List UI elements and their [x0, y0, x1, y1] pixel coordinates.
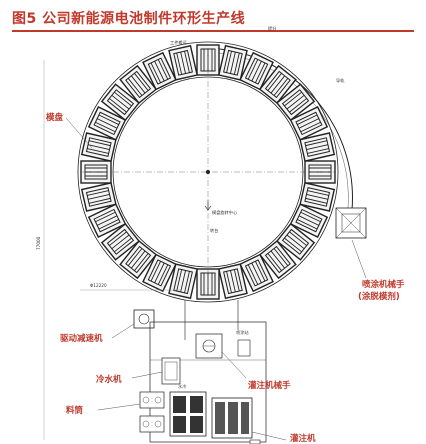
- mold-station: [119, 64, 158, 105]
- label-hopper: 料筒: [66, 405, 84, 416]
- mold-station: [218, 44, 248, 81]
- small-box-a: [237, 339, 251, 357]
- pour-machine-left: [169, 391, 207, 437]
- bottom-station-frame: [149, 321, 267, 443]
- chiller-unit: [161, 357, 181, 385]
- ring-outer: [77, 41, 339, 303]
- figure-title: 图5 公司新能源电池制件环形生产线: [12, 11, 246, 27]
- dim-left-text: Φ12220: [90, 283, 107, 288]
- mold-station: [239, 51, 274, 91]
- mold-station: [119, 239, 158, 280]
- mold-leader: [65, 117, 93, 149]
- mold-station: [239, 253, 274, 293]
- dim-vert-text: 77000: [36, 236, 41, 250]
- chiller-leader: [131, 371, 163, 379]
- mold-station: [100, 83, 141, 122]
- drive-reducer: [133, 309, 155, 329]
- drive-leader: [111, 323, 135, 339]
- mold-station: [218, 263, 248, 300]
- hopper-leader: [97, 403, 141, 411]
- hopper-unit: [139, 391, 165, 433]
- mold-station: [87, 203, 127, 238]
- mold-station: [87, 106, 127, 141]
- mold-station: [289, 203, 329, 238]
- mold-station: [299, 132, 336, 162]
- mold-station: [142, 253, 177, 293]
- mold-station: [80, 182, 117, 212]
- center-label-a: 模盘旋转中心: [212, 209, 238, 216]
- mold-station: [258, 64, 297, 105]
- label-mold: 模盘: [46, 112, 64, 123]
- mold-ring: [80, 44, 336, 300]
- rail-text: 导轨: [336, 77, 345, 84]
- pour-machine-right: [211, 397, 253, 439]
- label-pour-machine: 灌注机: [290, 433, 316, 444]
- label-pour-robot: 灌注机械手: [248, 380, 291, 391]
- mold-station: [299, 182, 336, 212]
- mold-station: [289, 106, 329, 141]
- mold-station: [142, 51, 177, 91]
- mold-station: [100, 222, 141, 261]
- spray-robot: [335, 207, 367, 239]
- pour-robot-leader: [221, 351, 247, 379]
- mold-station: [168, 263, 198, 300]
- small-box-b-text: 水冷: [178, 383, 186, 390]
- label-drive-reducer: 驱动减速机: [60, 333, 103, 344]
- small-box-a-text: 喷涂站: [236, 329, 249, 336]
- center-arrow: [204, 200, 212, 211]
- center-point: [206, 170, 210, 174]
- spray-robot-leader: [351, 239, 367, 279]
- pour-machine-leader: [251, 431, 287, 441]
- mold-station: [80, 132, 117, 162]
- label-spray-robot: 喷涂机械手: [362, 279, 405, 290]
- mold-station: [168, 44, 198, 81]
- small-box-b: [249, 439, 261, 444]
- mold-station: [275, 222, 316, 261]
- pour-robot: [195, 333, 223, 359]
- label-spray-robot-sub: (涂脱模剂): [358, 291, 400, 302]
- top-text-b: 提升: [268, 25, 276, 32]
- top-text-a: 工件搬运: [170, 39, 188, 46]
- mold-station: [275, 83, 316, 122]
- figure-title-bar: 图5 公司新能源电池制件环形生产线: [12, 6, 414, 32]
- label-chiller: 冷水机: [96, 374, 122, 385]
- mold-station: [258, 239, 297, 280]
- center-label-b: 转台: [210, 227, 218, 234]
